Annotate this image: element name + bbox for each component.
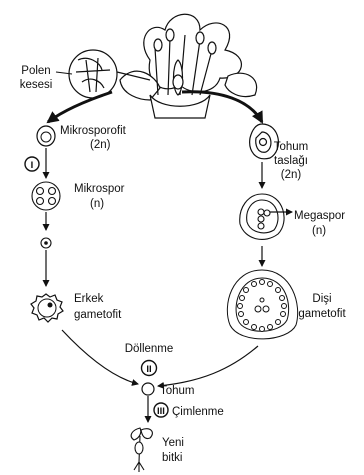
- male-gametophyte-label: Erkek: [74, 293, 104, 305]
- seedling-illustration: [131, 428, 152, 472]
- ovule-label-2: taslağı: [274, 155, 308, 167]
- microspore-label: Mikrospor: [74, 183, 125, 195]
- microsporophyte-cell: [37, 126, 55, 146]
- arrow-male-to-seed: [62, 330, 138, 384]
- step-marker-3: III: [154, 403, 168, 417]
- male-gametophyte-cell: [31, 294, 63, 322]
- svg-text:II: II: [146, 364, 151, 375]
- microsporophyte-ploidy: (2n): [90, 139, 111, 151]
- female-gametophyte-illustration: [227, 270, 297, 339]
- megaspore-illustration: [240, 194, 284, 239]
- female-gametophyte-label: Dişi: [312, 293, 331, 305]
- pollen-sac-label: Polen: [21, 65, 50, 77]
- arrow-flower-to-pollen: [48, 92, 112, 122]
- seed-circle: [142, 383, 154, 395]
- svg-text:I: I: [31, 160, 34, 171]
- new-plant-label: Yeni: [162, 437, 184, 449]
- svg-text:III: III: [157, 406, 165, 417]
- seed-label: Tohum: [160, 385, 195, 397]
- new-plant-label-2: bitki: [162, 452, 182, 464]
- single-microspore: [41, 238, 51, 248]
- fertilization-label: Döllenme: [125, 343, 174, 355]
- germination-label: Çimlenme: [172, 406, 224, 418]
- female-gametophyte-label-2: gametofit: [298, 308, 346, 320]
- step-marker-2: II: [142, 361, 157, 376]
- male-gametophyte-label-2: gametofit: [74, 309, 122, 321]
- megaspore-label: Megaspor: [294, 210, 345, 222]
- step-marker-1: I: [25, 157, 39, 171]
- microsporophyte-label: Mikrosporofit: [60, 125, 127, 137]
- ovule-label: Tohum: [274, 141, 309, 153]
- megaspore-ploidy: (n): [312, 225, 326, 237]
- microspore-tetrad: [32, 182, 60, 210]
- flower-illustration: [120, 14, 257, 118]
- ovule-ploidy: (2n): [281, 169, 302, 181]
- pollen-sac-label-2: kesesi: [20, 79, 53, 91]
- microspore-ploidy: (n): [90, 198, 104, 210]
